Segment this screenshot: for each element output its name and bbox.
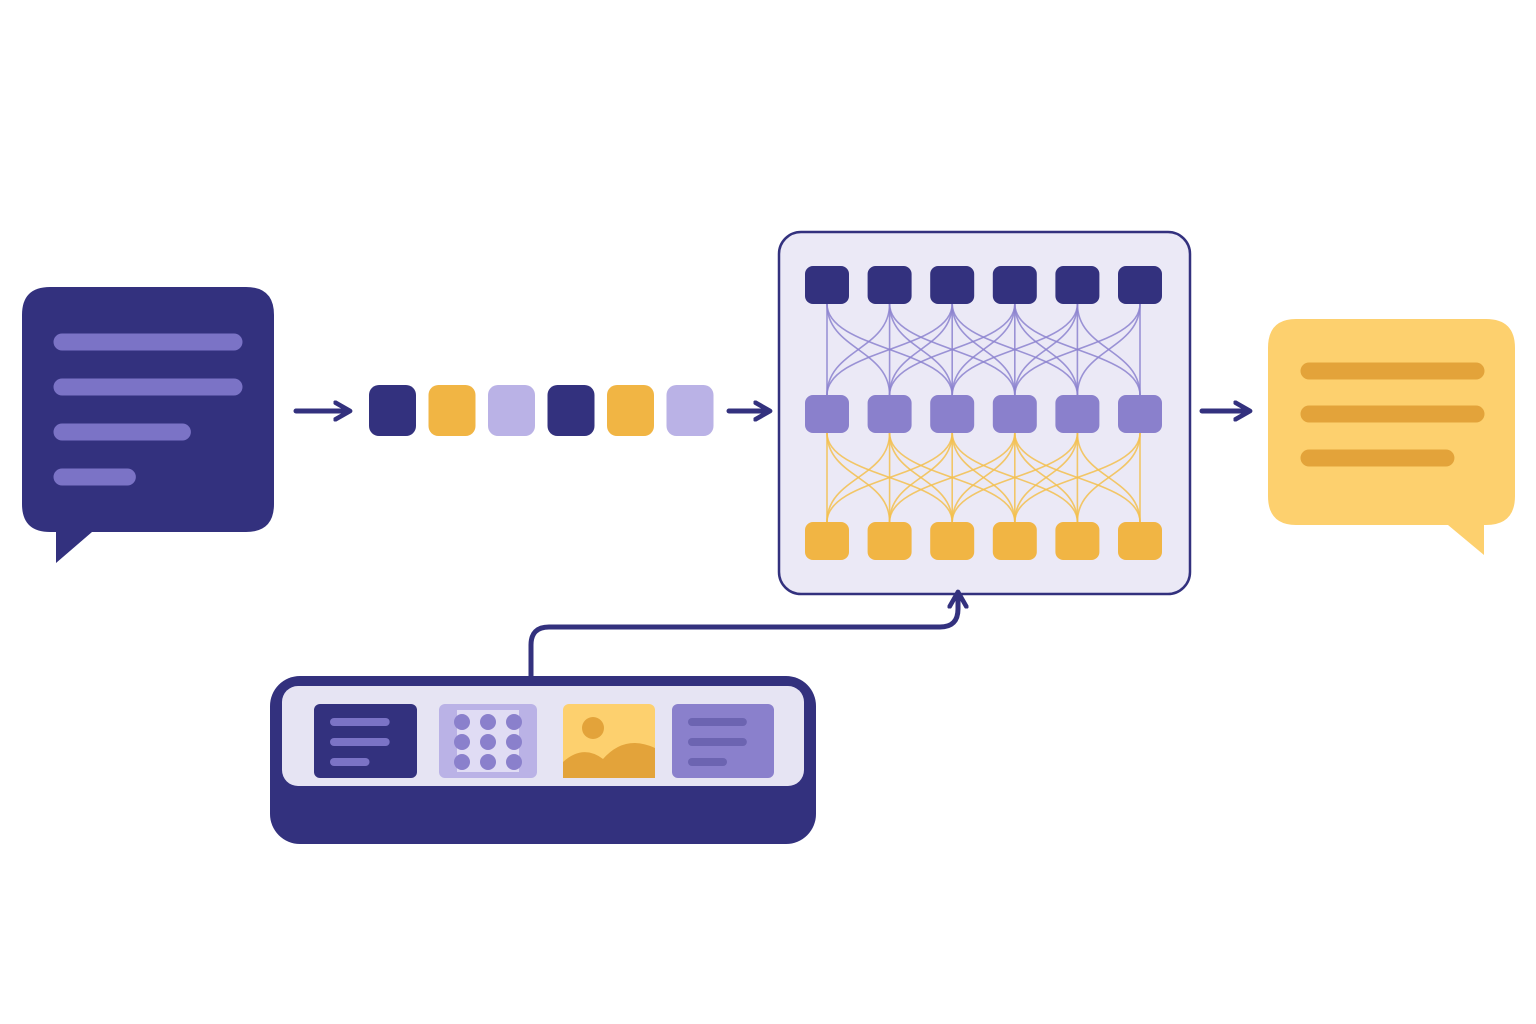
- network-node: [1055, 395, 1100, 433]
- token-sequence: [369, 385, 714, 436]
- network-edge: [888, 303, 953, 396]
- token: [428, 385, 476, 436]
- network-node: [867, 395, 912, 433]
- connector-tray-to-network: [528, 594, 958, 679]
- token: [369, 385, 416, 436]
- image-icon: [563, 704, 655, 778]
- grid-dot: [454, 714, 470, 730]
- token: [547, 385, 595, 436]
- document-icon: [314, 704, 417, 778]
- network-node: [930, 266, 975, 304]
- token: [488, 385, 535, 436]
- network-node: [1118, 266, 1162, 304]
- grid-dot: [454, 734, 470, 750]
- network-edge: [951, 432, 1016, 523]
- network-node: [1118, 522, 1162, 560]
- network-edge: [826, 303, 891, 396]
- grid-dot: [480, 734, 496, 750]
- network-edge: [888, 432, 953, 523]
- network-node: [930, 395, 975, 433]
- network-node: [992, 395, 1037, 433]
- network-node: [867, 522, 912, 560]
- network-edge: [951, 303, 1079, 396]
- network-edge: [826, 432, 953, 523]
- image-mountains: [563, 742, 655, 778]
- grid-dot: [454, 754, 470, 770]
- network-node: [867, 266, 912, 304]
- network-node: [1055, 266, 1100, 304]
- document-icon: [672, 704, 774, 778]
- network-node: [805, 395, 849, 433]
- network-edge: [1014, 303, 1141, 396]
- network-edge: [1014, 303, 1079, 396]
- grid-dot: [506, 714, 522, 730]
- network-panel-background: [777, 230, 1192, 596]
- network-edge: [1076, 303, 1141, 396]
- grid-dot: [506, 754, 522, 770]
- network-node: [805, 266, 849, 304]
- network-node: [930, 522, 975, 560]
- token: [666, 385, 714, 436]
- network-node: [805, 522, 849, 560]
- network-node: [992, 266, 1037, 304]
- output-chat-bubble: [1268, 319, 1515, 555]
- input-chat-bubble: [22, 287, 274, 563]
- network-nodes: [805, 266, 1162, 560]
- token: [607, 385, 654, 436]
- network-node: [1055, 522, 1100, 560]
- output-bubble-shape: [1268, 319, 1515, 555]
- tray-cards: [314, 704, 774, 778]
- neural-network-panel: [777, 230, 1192, 596]
- image-sun: [582, 717, 604, 739]
- tray-card-background: [672, 704, 774, 778]
- network-node: [1118, 395, 1162, 433]
- network-edge: [826, 432, 891, 523]
- grid-dot: [506, 734, 522, 750]
- grid-dot: [480, 754, 496, 770]
- network-edge: [1076, 432, 1141, 523]
- network-node: [992, 522, 1037, 560]
- network-edge: [1014, 432, 1079, 523]
- network-edge: [888, 303, 1016, 396]
- grid-dots-icon: [439, 704, 537, 778]
- network-connections: [826, 303, 1141, 523]
- network-edge: [951, 303, 1016, 396]
- network-edge: [951, 432, 1079, 523]
- network-edge: [888, 432, 1016, 523]
- grid-dot: [480, 714, 496, 730]
- knowledge-tray: [270, 676, 816, 844]
- network-edge: [1014, 432, 1141, 523]
- network-edge: [826, 303, 953, 396]
